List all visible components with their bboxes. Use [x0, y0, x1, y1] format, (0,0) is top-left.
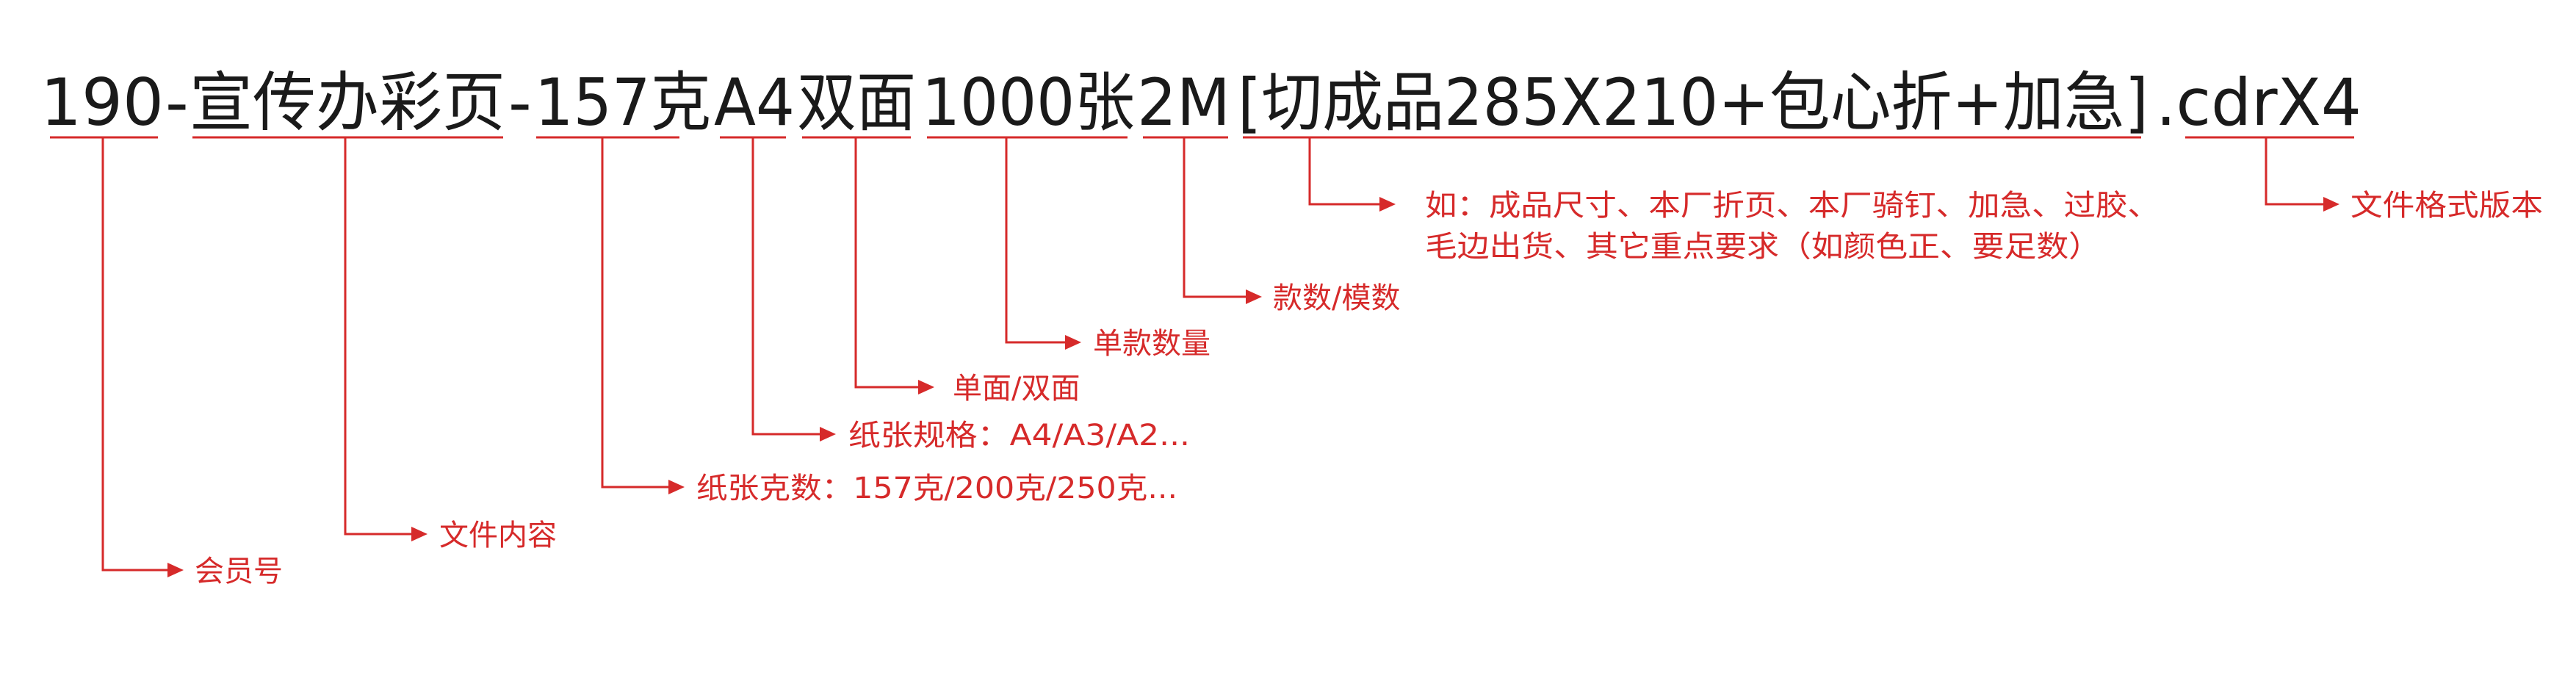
- leader-paper-weight: [601, 137, 670, 489]
- annotation-labels: 会员号 文件内容 纸张克数：157克/200克/250克... 纸张规格：A4/…: [195, 189, 2543, 588]
- label-paper-size: 纸张规格：A4/A3/A2...: [848, 419, 1190, 453]
- label-requirements-1: 如：成品尺寸、本厂折页、本厂骑钉、加急、过胶、: [1425, 189, 2160, 223]
- seg-member-no: 190: [40, 65, 164, 140]
- arrowhead-styles-molds: [1246, 289, 1262, 304]
- label-quantity: 单款数量: [1093, 327, 1211, 361]
- leader-quantity: [1005, 137, 1067, 344]
- label-requirements-2: 毛边出货、其它重点要求（如颜色正、要足数）: [1425, 230, 2101, 264]
- arrowhead-sides: [918, 380, 934, 394]
- seg-file-content: 宣传办彩页: [190, 65, 505, 140]
- label-file-format: 文件格式版本: [2350, 189, 2543, 223]
- arrowhead-file-content: [411, 527, 427, 541]
- leader-file-format: [2265, 137, 2325, 206]
- label-file-content: 文件内容: [439, 519, 557, 552]
- seg-file-format: .cdrX4: [2156, 65, 2362, 140]
- arrowhead-file-format: [2323, 197, 2339, 212]
- arrowhead-quantity: [1065, 335, 1081, 350]
- leader-member-no: [101, 137, 169, 572]
- seg-quantity: 1000张: [922, 65, 1135, 140]
- label-paper-weight: 纸张克数：157克/200克/250克...: [696, 472, 1177, 505]
- arrowhead-paper-weight: [668, 480, 685, 494]
- seg-requirements: [切成品285X210+包心折+加急]: [1238, 65, 2149, 140]
- seg-paper-size: A4: [714, 65, 795, 140]
- label-styles-molds: 款数/模数: [1273, 281, 1400, 315]
- arrowhead-member-no: [167, 563, 184, 577]
- leader-arrows: [101, 137, 2339, 577]
- leader-file-content: [344, 137, 413, 536]
- filename: 190 - 宣传办彩页 - 157克 A4 双面 1000张 2M [切成品28…: [40, 65, 2362, 140]
- seg-paper-weight: 157克: [535, 65, 711, 140]
- label-member-no: 会员号: [195, 555, 283, 588]
- leader-requirements: [1308, 137, 1381, 206]
- seg-dash-1: -: [165, 65, 189, 140]
- seg-dash-2: -: [508, 65, 532, 140]
- leader-styles-molds: [1183, 137, 1247, 298]
- arrowhead-paper-size: [820, 427, 836, 441]
- leader-sides: [854, 137, 920, 389]
- leader-paper-size: [751, 137, 821, 436]
- seg-sides: 双面: [797, 65, 916, 140]
- arrowhead-requirements: [1379, 197, 1396, 212]
- label-sides: 单面/双面: [953, 372, 1080, 406]
- seg-styles-molds: 2M: [1137, 65, 1230, 140]
